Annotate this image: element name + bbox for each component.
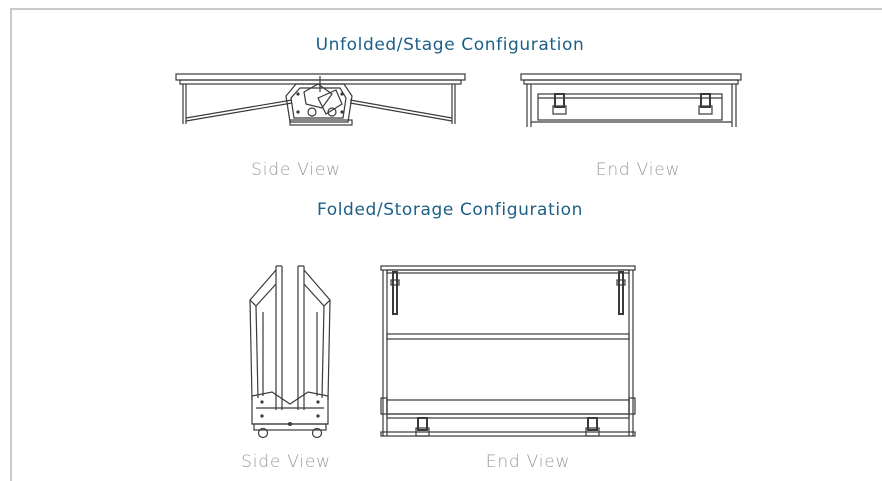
folded-title: Folded/Storage Configuration xyxy=(316,200,584,220)
unfolded-title: Unfolded/Stage Configuration xyxy=(315,35,585,55)
unfolded-end-view-caption: End View xyxy=(595,160,681,180)
unfolded-end-view-drawing xyxy=(520,73,742,127)
folded-end-view-drawing xyxy=(380,265,636,437)
folded-end-view-caption: End View xyxy=(485,452,571,472)
folded-side-view-caption: Side View xyxy=(241,452,331,472)
diagram-frame xyxy=(10,8,882,481)
folded-side-view-drawing xyxy=(249,265,331,439)
unfolded-side-view-caption: Side View xyxy=(251,160,341,180)
unfolded-side-view-drawing xyxy=(175,73,466,126)
